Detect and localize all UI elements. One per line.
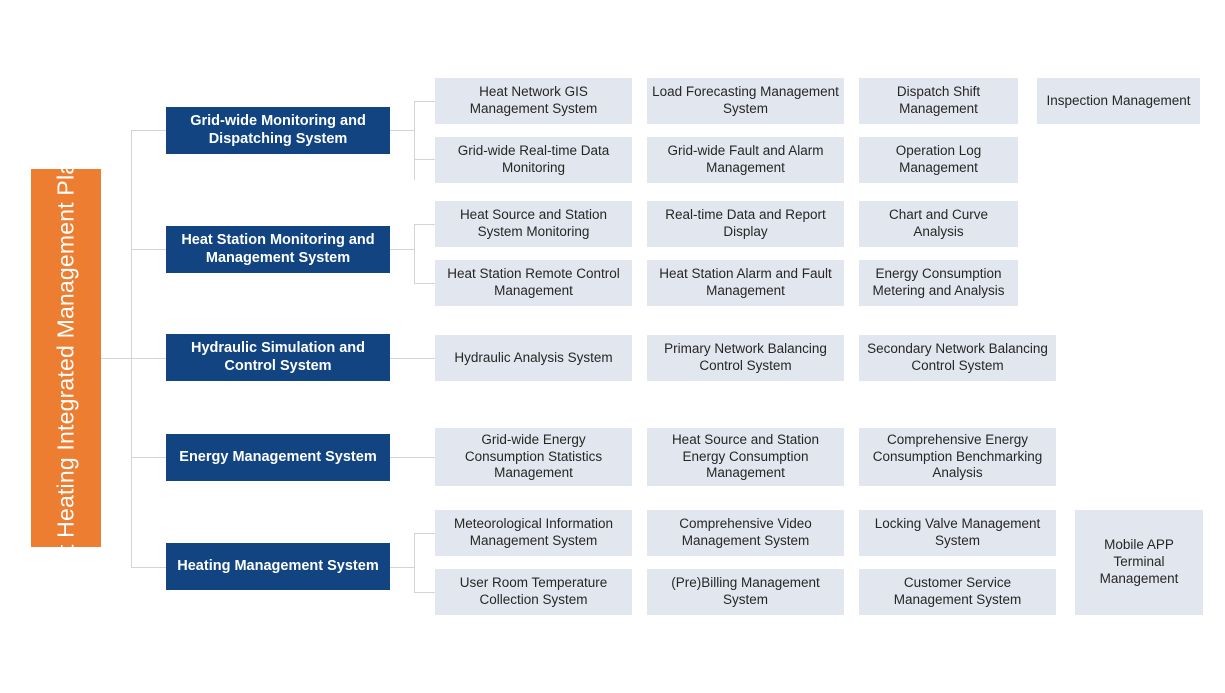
- branch-node-label: Energy Management System: [179, 448, 377, 465]
- connector-branch-3-stem: [390, 358, 435, 359]
- leaf-node-label: Customer Service Management System: [893, 575, 1022, 607]
- leaf-node-label: Dispatch Shift Management: [896, 84, 981, 116]
- leaf-node-heat-source-and-station-system-monitoring[interactable]: Heat Source and Station System Monitorin…: [435, 201, 632, 247]
- branch-node-heating-management-system[interactable]: Heating Management System: [166, 543, 390, 590]
- leaf-node-label: Meteorological Information Management Sy…: [453, 516, 614, 548]
- leaf-node-label: Grid-wide Fault and Alarm Management: [667, 143, 824, 175]
- leaf-node-label: Grid-wide Real-time Data Monitoring: [457, 143, 610, 175]
- leaf-node-customer-service-management-system[interactable]: Customer Service Management System: [859, 569, 1056, 615]
- branch-node-label: Heat Station Monitoring and Management S…: [181, 231, 375, 266]
- connector-main-spine: [131, 130, 132, 568]
- leaf-node-heat-station-alarm-and-fault-management[interactable]: Heat Station Alarm and Fault Management: [647, 260, 844, 306]
- leaf-node-user-room-temperature-collection-system[interactable]: User Room Temperature Collection System: [435, 569, 632, 615]
- leaf-node-mobile-app-terminal-management[interactable]: Mobile APP Terminal Management: [1075, 510, 1203, 615]
- root-node-smart-heating-platform[interactable]: Smart Heating Integrated Management Plat…: [31, 109, 101, 607]
- branch-node-label: Heating Management System: [177, 557, 379, 574]
- branch-node-heat-station-monitoring-and-management-system[interactable]: Heat Station Monitoring and Management S…: [166, 226, 390, 273]
- leaf-node-label: Chart and Curve Analysis: [888, 207, 989, 239]
- leaf-node-secondary-network-balancing-control-system[interactable]: Secondary Network Balancing Control Syst…: [859, 335, 1056, 381]
- leaf-node-locking-valve-management-system[interactable]: Locking Valve Management System: [859, 510, 1056, 556]
- leaf-node-real-time-data-and-report-display[interactable]: Real-time Data and Report Display: [647, 201, 844, 247]
- leaf-node-label: User Room Temperature Collection System: [459, 575, 608, 607]
- leaf-node-primary-network-balancing-control-system[interactable]: Primary Network Balancing Control System: [647, 335, 844, 381]
- leaf-node-label: Hydraulic Analysis System: [454, 349, 613, 365]
- leaf-node-label: Secondary Network Balancing Control Syst…: [867, 341, 1048, 373]
- connector-branch-2-stem: [390, 249, 414, 250]
- leaf-node-label: Grid-wide Energy Consumption Statistics …: [464, 431, 603, 481]
- leaf-node-heat-network-gis-management-system[interactable]: Heat Network GIS Management System: [435, 78, 632, 124]
- leaf-node-dispatch-shift-management[interactable]: Dispatch Shift Management: [859, 78, 1018, 124]
- leaf-node-grid-wide-energy-consumption-statistics-management[interactable]: Grid-wide Energy Consumption Statistics …: [435, 428, 632, 486]
- leaf-node-label: Heat Source and Station Energy Consumpti…: [671, 431, 820, 481]
- connector-branch-1-spine: [414, 101, 415, 180]
- leaf-node-label: Primary Network Balancing Control System: [664, 341, 827, 373]
- connector-spine-to-branch-4: [131, 457, 166, 458]
- connector-spine-to-branch-5: [131, 567, 166, 568]
- connector-spine-to-branch-3: [131, 358, 166, 359]
- connector-branch-2-spine: [414, 224, 415, 283]
- root-node-label: Smart Heating Integrated Management Plat…: [52, 108, 79, 608]
- connector-spine-to-branch-2: [131, 249, 166, 250]
- leaf-node-hydraulic-analysis-system[interactable]: Hydraulic Analysis System: [435, 335, 632, 381]
- leaf-node-heat-source-and-station-energy-consumption-management[interactable]: Heat Source and Station Energy Consumpti…: [647, 428, 844, 486]
- branch-node-label: Grid-wide Monitoring and Dispatching Sys…: [190, 112, 366, 147]
- leaf-node-label: Comprehensive Energy Consumption Benchma…: [872, 431, 1043, 481]
- branch-node-hydraulic-simulation-and-control-system[interactable]: Hydraulic Simulation and Control System: [166, 334, 390, 381]
- leaf-node-pre-billing-management-system[interactable]: (Pre)Billing Management System: [647, 569, 844, 615]
- leaf-node-label: Operation Log Management: [895, 143, 982, 175]
- leaf-node-label: Comprehensive Video Management System: [679, 516, 812, 548]
- leaf-node-label: Heat Network GIS Management System: [469, 84, 598, 116]
- leaf-node-label: Heat Station Remote Control Management: [447, 266, 620, 298]
- leaf-node-grid-wide-fault-and-alarm-management[interactable]: Grid-wide Fault and Alarm Management: [647, 137, 844, 183]
- leaf-node-label: Energy Consumption Metering and Analysis: [872, 266, 1005, 298]
- leaf-node-label: Inspection Management: [1046, 92, 1191, 108]
- connector-branch-1-row-1: [414, 101, 435, 102]
- connector-branch-4-stem: [390, 457, 435, 458]
- connector-branch-5-row-2: [414, 592, 435, 593]
- leaf-node-meteorological-information-management-system[interactable]: Meteorological Information Management Sy…: [435, 510, 632, 556]
- connector-branch-2-row-1: [414, 224, 435, 225]
- leaf-node-comprehensive-video-management-system[interactable]: Comprehensive Video Management System: [647, 510, 844, 556]
- leaf-node-inspection-management[interactable]: Inspection Management: [1037, 78, 1200, 124]
- branch-node-label: Hydraulic Simulation and Control System: [190, 339, 366, 374]
- leaf-node-comprehensive-energy-consumption-benchmarking-analysis[interactable]: Comprehensive Energy Consumption Benchma…: [859, 428, 1056, 486]
- connector-branch-5-stem: [390, 567, 414, 568]
- connector-branch-5-row-1: [414, 533, 435, 534]
- connector-branch-5-spine: [414, 533, 415, 592]
- leaf-node-energy-consumption-metering-and-analysis[interactable]: Energy Consumption Metering and Analysis: [859, 260, 1018, 306]
- branch-node-energy-management-system[interactable]: Energy Management System: [166, 434, 390, 481]
- leaf-node-grid-wide-real-time-data-monitoring[interactable]: Grid-wide Real-time Data Monitoring: [435, 137, 632, 183]
- connector-branch-1-stem: [390, 130, 414, 131]
- leaf-node-load-forecasting-management-system[interactable]: Load Forecasting Management System: [647, 78, 844, 124]
- connector-spine-to-branch-1: [131, 130, 166, 131]
- leaf-node-operation-log-management[interactable]: Operation Log Management: [859, 137, 1018, 183]
- leaf-node-label: Real-time Data and Report Display: [665, 207, 826, 239]
- leaf-node-chart-and-curve-analysis[interactable]: Chart and Curve Analysis: [859, 201, 1018, 247]
- leaf-node-label: Mobile APP Terminal Management: [1099, 537, 1179, 586]
- branch-node-grid-wide-monitoring-and-dispatching-system[interactable]: Grid-wide Monitoring and Dispatching Sys…: [166, 107, 390, 154]
- leaf-node-heat-station-remote-control-management[interactable]: Heat Station Remote Control Management: [435, 260, 632, 306]
- leaf-node-label: Heat Source and Station System Monitorin…: [459, 207, 608, 239]
- leaf-node-label: Load Forecasting Management System: [652, 84, 839, 116]
- connector-branch-2-row-2: [414, 283, 435, 284]
- leaf-node-label: Locking Valve Management System: [874, 516, 1041, 548]
- connector-root-stem: [101, 358, 131, 359]
- leaf-node-label: (Pre)Billing Management System: [671, 575, 820, 607]
- leaf-node-label: Heat Station Alarm and Fault Management: [659, 266, 832, 298]
- connector-branch-1-row-2: [414, 159, 435, 160]
